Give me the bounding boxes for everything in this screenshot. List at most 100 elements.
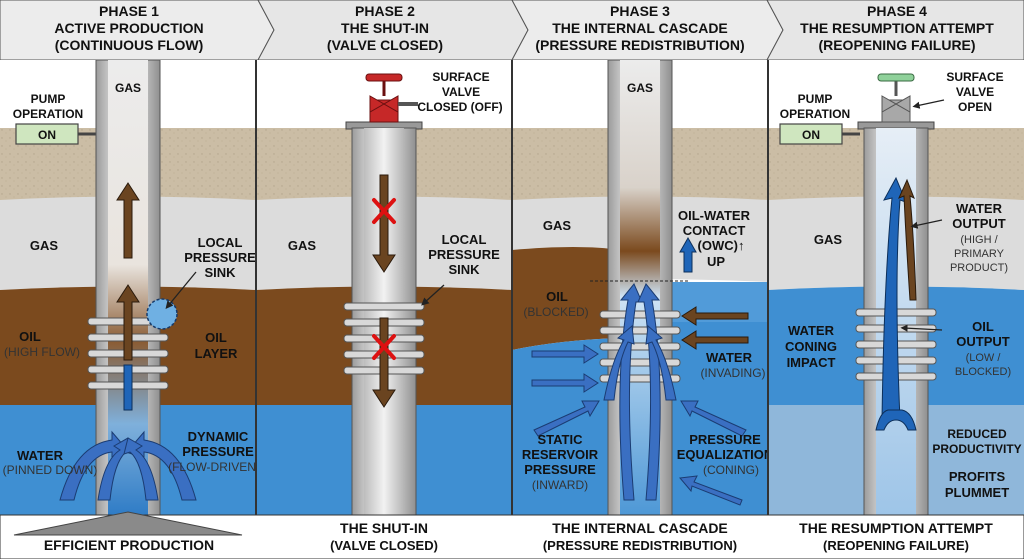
water-label: WATER bbox=[17, 448, 64, 463]
footer-title: THE RESUMPTION ATTEMPT bbox=[799, 520, 993, 536]
owc-label: UP bbox=[707, 254, 725, 269]
pump-label: PUMP bbox=[31, 92, 66, 106]
phase-number: PHASE 4 bbox=[867, 3, 927, 19]
static-pressure-sublabel: (INWARD) bbox=[532, 478, 588, 492]
pump-state-label: ON bbox=[38, 128, 56, 142]
water-output-sublabel: (HIGH / bbox=[960, 234, 998, 246]
phase-title: THE INTERNAL CASCADE bbox=[552, 20, 728, 36]
oil-layer bbox=[512, 247, 620, 350]
oil-layer-label: OIL bbox=[205, 330, 227, 345]
panel-2-shut-in: SURFACE VALVE CLOSED (OFF) LOCAL PRESSUR… bbox=[256, 60, 512, 516]
phase-2-header: PHASE 2 THE SHUT-IN (VALVE CLOSED) bbox=[327, 3, 443, 53]
reduced-productivity-label: PRODUCTIVITY bbox=[932, 442, 1021, 456]
equalization-label: EQUALIZATION bbox=[677, 447, 774, 462]
ground-base-icon bbox=[13, 511, 243, 536]
valve-state-label: OPEN bbox=[958, 100, 992, 114]
panel-3-internal-cascade: GAS OIL-WATER C bbox=[512, 59, 774, 516]
phase-3-header: PHASE 3 THE INTERNAL CASCADE (PRESSURE R… bbox=[535, 3, 744, 53]
blocked-x-icon bbox=[372, 198, 396, 224]
valve-state-label: CLOSED (OFF) bbox=[417, 100, 502, 114]
oil-output-arrow bbox=[898, 178, 917, 301]
gas-label: GAS bbox=[30, 238, 59, 253]
pump-label: OPERATION bbox=[13, 107, 83, 121]
oil-layer-label: LAYER bbox=[195, 346, 238, 361]
sink-label: SINK bbox=[204, 265, 236, 280]
coning-arrows bbox=[603, 283, 677, 501]
water-output-sublabel: PRIMARY bbox=[954, 248, 1005, 260]
gas-label: GAS bbox=[288, 238, 317, 253]
closed-valve-icon bbox=[345, 73, 423, 130]
static-pressure-label: RESERVOIR bbox=[522, 447, 599, 462]
water-label: WATER bbox=[706, 350, 753, 365]
gas-in-pipe-label: GAS bbox=[115, 81, 141, 95]
water-sublabel: (PINNED DOWN) bbox=[3, 463, 98, 477]
valve-label: SURFACE bbox=[946, 70, 1003, 84]
profits-label: PROFITS bbox=[949, 469, 1006, 484]
footer-subtitle: (PRESSURE REDISTRIBUTION) bbox=[543, 538, 737, 553]
sink-label: LOCAL bbox=[198, 235, 243, 250]
oil-label: OIL bbox=[19, 329, 41, 344]
coning-label: WATER bbox=[788, 323, 835, 338]
gas-in-pipe-label: GAS bbox=[627, 81, 653, 95]
profits-label: PLUMMET bbox=[945, 485, 1009, 500]
panel-4-resumption-attempt: ON PUMP OPERATION SURFACE VALVE OPEN bbox=[768, 60, 1024, 516]
coning-label: CONING bbox=[785, 339, 837, 354]
oil-up-arrow bbox=[116, 182, 140, 259]
dynamic-pressure-label: PRESSURE bbox=[182, 444, 254, 459]
phase-number: PHASE 3 bbox=[610, 3, 670, 19]
gas-label: GAS bbox=[543, 218, 572, 233]
sink-label: PRESSURE bbox=[184, 250, 256, 265]
water-sublabel: (INVADING) bbox=[700, 366, 765, 380]
oil-output-label: OUTPUT bbox=[956, 334, 1010, 349]
owc-label: CONTACT bbox=[683, 223, 746, 238]
equalization-sublabel: (CONING) bbox=[703, 463, 759, 477]
sink-label: LOCAL bbox=[442, 232, 487, 247]
blocked-flow-arrow bbox=[372, 174, 396, 273]
water-output-arrow bbox=[881, 176, 907, 421]
owc-label: (OWC)↑ bbox=[698, 238, 745, 253]
equalization-label: PRESSURE bbox=[689, 432, 761, 447]
water-output-label: OUTPUT bbox=[952, 216, 1006, 231]
static-pressure-label: PRESSURE bbox=[524, 462, 596, 477]
phase-title: ACTIVE PRODUCTION bbox=[54, 20, 203, 36]
oil-output-sublabel: BLOCKED) bbox=[955, 366, 1011, 378]
footer-title: THE SHUT-IN bbox=[340, 520, 428, 536]
oil-inflow-arrows bbox=[681, 306, 749, 350]
pressure-sink-icon bbox=[146, 298, 178, 330]
oil-label: OIL bbox=[546, 289, 568, 304]
phase-subtitle: (VALVE CLOSED) bbox=[327, 37, 443, 53]
phase-title: THE SHUT-IN bbox=[341, 20, 429, 36]
gas-label: GAS bbox=[814, 232, 843, 247]
dynamic-pressure-sublabel: (FLOW-DRIVEN) bbox=[168, 460, 260, 474]
blocked-x-icon bbox=[372, 334, 396, 360]
oil-output-sublabel: (LOW / bbox=[966, 352, 1002, 364]
phase-subtitle: (CONTINUOUS FLOW) bbox=[55, 37, 204, 53]
phase-1-header: PHASE 1 ACTIVE PRODUCTION (CONTINUOUS FL… bbox=[54, 3, 203, 53]
oil-up-arrow bbox=[116, 284, 140, 361]
phase-subtitle: (PRESSURE REDISTRIBUTION) bbox=[535, 37, 744, 53]
sink-label: SINK bbox=[448, 262, 480, 277]
footer-subtitle: (VALVE CLOSED) bbox=[330, 538, 438, 553]
phase-number: PHASE 1 bbox=[99, 3, 159, 19]
sink-label: PRESSURE bbox=[428, 247, 500, 262]
open-valve-icon bbox=[857, 73, 935, 130]
oil-sublabel: (BLOCKED) bbox=[523, 305, 588, 319]
water-output-sublabel: PRODUCT) bbox=[950, 262, 1008, 274]
static-pressure-label: STATIC bbox=[537, 432, 583, 447]
owc-up-arrow bbox=[679, 236, 697, 273]
valve-label: VALVE bbox=[956, 85, 994, 99]
oil-sublabel: (HIGH FLOW) bbox=[4, 345, 80, 359]
footer-subtitle: (REOPENING FAILURE) bbox=[823, 538, 969, 553]
water-up-arrow bbox=[123, 364, 133, 411]
blocked-flow-arrow bbox=[372, 317, 396, 408]
owc-label: OIL-WATER bbox=[678, 208, 751, 223]
reduced-productivity-label: REDUCED bbox=[947, 427, 1007, 441]
phase-subtitle: (REOPENING FAILURE) bbox=[818, 37, 975, 53]
panel-1-active-production: ON PUMP OPERATION GAS LOCAL PRESSURE SIN… bbox=[0, 59, 260, 516]
pump-state-label: ON bbox=[802, 128, 820, 142]
pump-label: PUMP bbox=[798, 92, 833, 106]
water-inflow-arrows bbox=[531, 344, 747, 506]
phase-header-bar bbox=[0, 0, 1024, 61]
phase-4-header: PHASE 4 THE RESUMPTION ATTEMPT (REOPENIN… bbox=[800, 3, 994, 53]
